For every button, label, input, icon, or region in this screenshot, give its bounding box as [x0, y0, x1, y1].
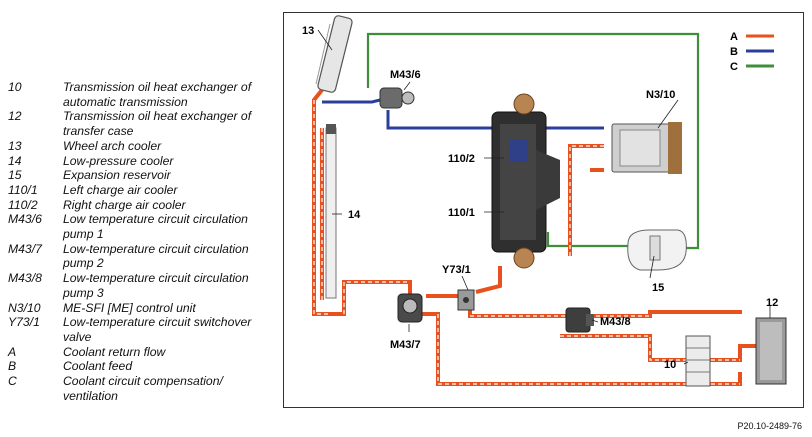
label-n3-10: N3/10: [646, 89, 675, 101]
legend-code: C: [8, 374, 17, 389]
key-letter-b: B: [730, 46, 738, 58]
legend: 10 Transmission oil heat exchanger of aut…: [8, 80, 278, 403]
control-unit-n3-10: [611, 122, 682, 174]
legend-code: 110/2: [8, 197, 38, 212]
green-line-bottom: [546, 232, 628, 248]
blue-line-in: [322, 98, 381, 104]
label-14: 14: [348, 209, 361, 221]
circuit-a-lines: [312, 88, 760, 386]
label-110-2: 110/2: [448, 153, 475, 165]
heat-exchanger-12: [755, 317, 787, 385]
charge-air-cooler-block: [491, 93, 560, 269]
legend-desc: ME-SFI [ME] control unit: [63, 300, 196, 315]
legend-item: C Coolant circuit compensation/ ventilati…: [8, 374, 278, 403]
document-id: P20.10-2489-76: [737, 421, 802, 431]
legend-code: N3/10: [8, 300, 41, 315]
wheel-arch-cooler: [315, 15, 353, 93]
legend-desc: Left charge air cooler: [63, 182, 178, 197]
legend-item: M43/8 Low-temperature circuit circulation…: [8, 271, 278, 300]
key-letter-c: C: [730, 61, 738, 73]
legend-code: B: [8, 359, 17, 374]
legend-code: M43/6: [8, 212, 42, 227]
pump-m43-7-icon: [397, 293, 423, 323]
legend-desc: Low-temperature circuit circulation pump…: [63, 271, 249, 300]
legend-item: N3/10 ME-SFI [ME] control unit: [8, 301, 278, 316]
legend-code: 12: [8, 109, 22, 124]
expansion-reservoir: [627, 229, 687, 271]
legend-desc: Coolant circuit compensation/ ventilatio…: [63, 374, 223, 403]
legend-code: 15: [8, 168, 22, 183]
legend-code: Y73/1: [8, 315, 40, 330]
legend-code: M43/7: [8, 241, 42, 256]
legend-code: A: [8, 344, 17, 359]
legend-item: M43/6 Low temperature circuit circulation…: [8, 212, 278, 241]
legend-item: Y73/1 Low-temperature circuit switchover …: [8, 315, 278, 344]
legend-desc: Low-temperature circuit circulation pump…: [63, 241, 249, 271]
legend-desc: Wheel arch cooler: [63, 138, 162, 153]
pump-m43-8-icon: [565, 307, 594, 333]
legend-code: 14: [8, 153, 22, 168]
legend-code: 10: [8, 80, 22, 94]
label-15: 15: [652, 282, 664, 294]
legend-item: 13 Wheel arch cooler: [8, 139, 278, 154]
legend-code: 13: [8, 138, 22, 153]
legend-desc: Transmission oil heat exchanger of autom…: [63, 80, 252, 109]
label-m43-6: M43/6: [390, 69, 421, 81]
legend-desc: Low-pressure cooler: [63, 153, 174, 168]
blue-line-mid: [386, 110, 508, 130]
pump-m43-6-icon: [379, 87, 415, 109]
circuit-c-lines: [366, 32, 700, 250]
circuit-b-lines: [322, 98, 604, 130]
green-line-top: [366, 32, 700, 250]
legend-desc: Right charge air cooler: [63, 197, 186, 212]
label-12: 12: [766, 297, 778, 309]
legend-item: 10 Transmission oil heat exchanger of aut…: [8, 80, 278, 109]
legend-item: 12 Transmission oil heat exchanger of tra…: [8, 109, 278, 138]
legend-item: 110/1 Left charge air cooler: [8, 183, 278, 198]
label-m43-8: M43/8: [600, 316, 631, 328]
legend-item: 15 Expansion reservoir: [8, 168, 278, 183]
key-letter-a: A: [730, 31, 738, 43]
legend-code: M43/8: [8, 271, 42, 286]
legend-item: 14 Low-pressure cooler: [8, 154, 278, 169]
heat-exchanger-10: [685, 335, 711, 387]
low-pressure-cooler: [325, 124, 337, 299]
legend-desc: Low-temperature circuit switchover valve: [63, 315, 252, 344]
label-13: 13: [302, 25, 314, 37]
key-lines: [746, 34, 774, 68]
legend-item: 110/2 Right charge air cooler: [8, 198, 278, 213]
leader-lines: [317, 29, 771, 365]
legend-desc: Transmission oil heat exchanger of trans…: [63, 109, 252, 139]
legend-desc: Low temperature circuit circulation pump…: [63, 212, 248, 242]
legend-desc: Coolant feed: [63, 359, 133, 374]
legend-desc: Expansion reservoir: [63, 168, 171, 183]
diagram-frame: [283, 12, 804, 408]
legend-code: 110/1: [8, 182, 38, 197]
legend-item: B Coolant feed: [8, 359, 278, 374]
switchover-valve-y73-1: [457, 289, 475, 311]
legend-item: M43/7 Low-temperature circuit circulation…: [8, 242, 278, 271]
label-m43-7: M43/7: [390, 339, 421, 351]
label-110-1: 110/1: [448, 207, 475, 219]
label-10: 10: [664, 359, 676, 371]
legend-desc: Coolant return flow: [63, 344, 166, 359]
label-y73-1: Y73/1: [442, 264, 471, 276]
legend-item: A Coolant return flow: [8, 345, 278, 360]
